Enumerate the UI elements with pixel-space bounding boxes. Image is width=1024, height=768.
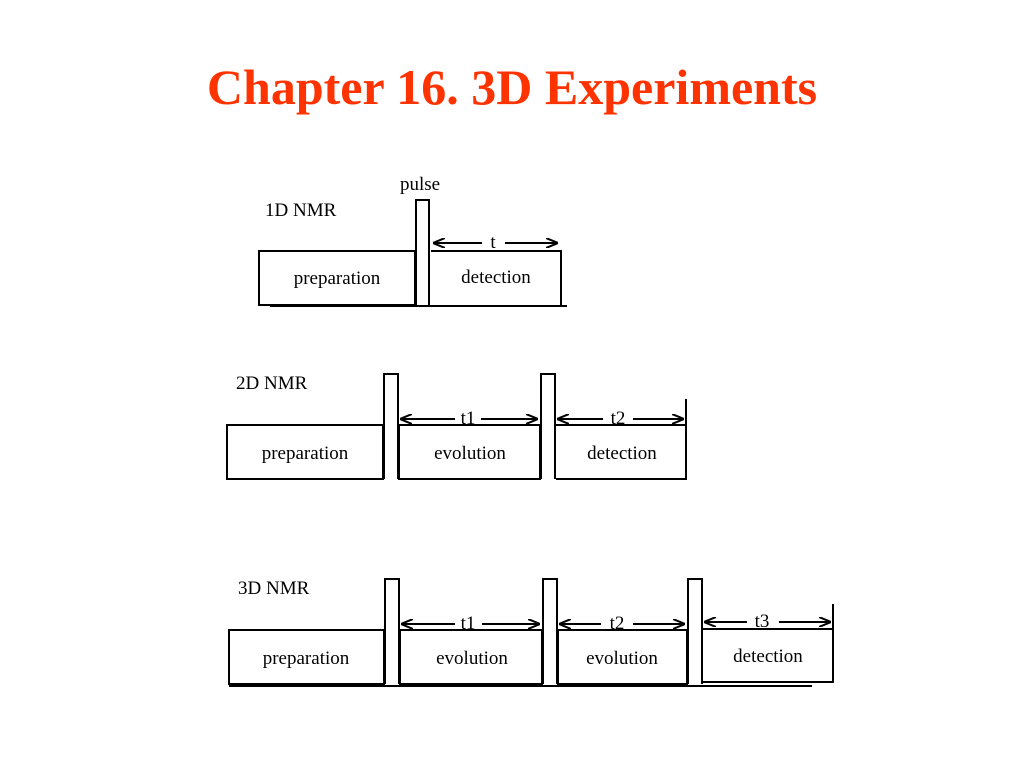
nmr-1d-label: 1D NMR	[265, 200, 337, 221]
nmr-3d-evolution-2-label: evolution	[586, 648, 658, 669]
nmr-1d-t-label: t	[490, 232, 496, 253]
nmr-3d-t3-label: t3	[755, 611, 770, 632]
nmr-2d-t1-label: t1	[461, 408, 476, 429]
nmr-3d-preparation-label: preparation	[263, 648, 350, 669]
pulse-label: pulse	[400, 174, 440, 195]
nmr-1d-detection-label: detection	[461, 267, 531, 288]
nmr-2d-evolution-label: evolution	[434, 443, 506, 464]
nmr-3d-pulse-1	[384, 578, 400, 684]
nmr-2d-pulse-1	[383, 373, 399, 479]
nmr-3d-label: 3D NMR	[238, 578, 310, 599]
nmr-3d-detection-block	[703, 628, 834, 683]
nmr-1d-preparation-label: preparation	[294, 268, 381, 289]
nmr-2d-detection-block	[556, 424, 687, 480]
nmr-2d-preparation-label: preparation	[262, 443, 349, 464]
nmr-3d-t2-label: t2	[610, 613, 625, 634]
nmr-1d-pulse	[415, 199, 430, 306]
nmr-2d-label: 2D NMR	[236, 373, 308, 394]
nmr-3d-t1-label: t1	[461, 613, 476, 634]
nmr-3d-pulse-2	[542, 578, 558, 684]
nmr-2d-pulse-2	[540, 373, 556, 479]
nmr-1d-sequence: 1D NMR pulse preparation detection t	[258, 174, 567, 307]
nmr-2d-sequence: 2D NMR preparation evolution detection t…	[226, 373, 687, 480]
nmr-3d-detection-label: detection	[733, 646, 803, 667]
nmr-2d-t2-label: t2	[611, 408, 626, 429]
slide-title: Chapter 16. 3D Experiments	[206, 59, 818, 115]
nmr-2d-detection-label: detection	[587, 443, 657, 464]
nmr-3d-pulse-3	[687, 578, 703, 684]
nmr-1d-detection-block	[431, 250, 562, 305]
nmr-3d-sequence: 3D NMR preparation evolution evolution d…	[228, 578, 834, 687]
nmr-3d-evolution-1-label: evolution	[436, 648, 508, 669]
